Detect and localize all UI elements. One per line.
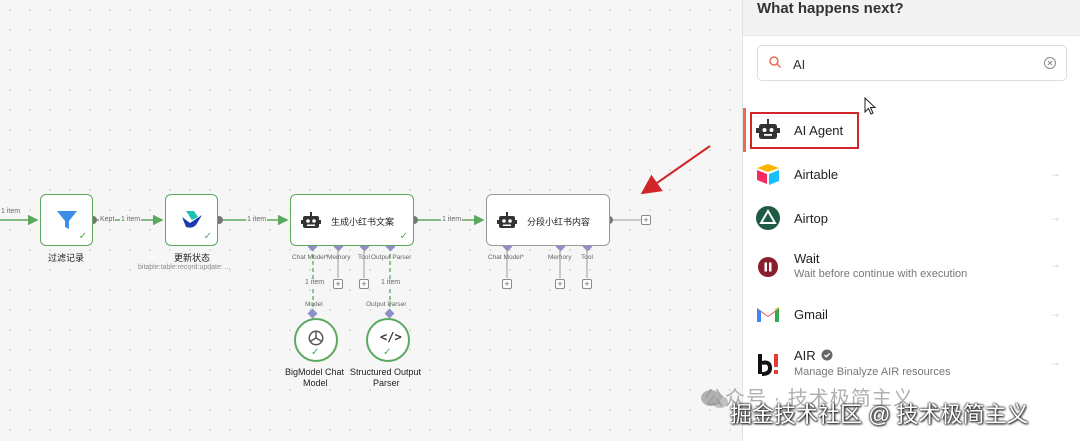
port-label-memory: Memory: [327, 254, 351, 261]
annotation-arrow: [640, 145, 711, 195]
model-port-label: Model: [305, 301, 323, 308]
wire-label-filter-update: 1 item: [120, 216, 142, 223]
node-item-airtop[interactable]: Airtop →: [743, 196, 1080, 240]
robot-icon: [756, 119, 780, 139]
node-item-description: Wait before continue with execution: [794, 268, 968, 280]
add-chat-model-button[interactable]: +: [502, 279, 512, 289]
split-agent-node[interactable]: 分段小红书内容: [486, 194, 610, 246]
pause-icon: [758, 257, 778, 277]
search-box[interactable]: [757, 45, 1067, 81]
add-tool-button[interactable]: +: [582, 279, 592, 289]
port-label-chat-model: Chat Model*: [488, 254, 524, 261]
add-memory-button[interactable]: +: [555, 279, 565, 289]
add-tool-button[interactable]: +: [359, 279, 369, 289]
wire-label-incoming: 1 item: [0, 208, 22, 215]
parser-port-label: Output Parser: [366, 301, 407, 308]
structured-output-parser-node[interactable]: </> ✓: [366, 318, 410, 362]
model-node-label-line2: Model: [303, 378, 328, 388]
watermark-line2: 掘金技术社区 @ 技术极简主义: [730, 402, 1029, 427]
port-label-tool: Tool: [358, 254, 370, 261]
wechat-logo-icon: [701, 390, 728, 408]
gmail-icon: [757, 307, 779, 322]
node-item-name: Wait: [794, 251, 820, 266]
parser-node-label-line2: Parser: [373, 378, 400, 388]
wire-label-update-generate: 1 item: [246, 216, 268, 223]
airtop-icon: [756, 206, 780, 230]
selected-indicator: [743, 108, 746, 152]
success-check-icon: ✓: [203, 231, 212, 242]
add-memory-button[interactable]: +: [333, 279, 343, 289]
node-item-description: Manage Binalyze AIR resources: [794, 366, 951, 378]
airtable-icon: [757, 164, 779, 185]
watermark-line1: 公众号 · 技术极简主义: [704, 388, 914, 410]
workflow-canvas[interactable]: 1 item Kept 1 item 1 item 1 item 1 item …: [0, 0, 742, 441]
update-node[interactable]: ✓: [165, 194, 218, 246]
parser-node-label-line1: Structured Output: [350, 367, 422, 377]
panel-header: What happens next?: [743, 0, 1080, 36]
split-node-title: 分段小红书内容: [527, 217, 591, 227]
node-item-airtable[interactable]: Airtable →: [743, 152, 1080, 196]
search-input[interactable]: [791, 53, 1035, 75]
port-label-chat-model: Chat Model*: [292, 254, 328, 261]
model-node-label-line1: BigModel Chat: [285, 367, 345, 377]
lark-icon: [182, 211, 202, 228]
node-item-name: AI Agent: [794, 123, 844, 138]
wire-label-kept: Kept: [99, 216, 116, 223]
generate-agent-node[interactable]: 生成小红书文案 ✓: [290, 194, 414, 246]
success-check-icon: ✓: [399, 231, 408, 242]
port-label-output-parser: Output Parser: [371, 254, 412, 261]
openai-icon: [308, 330, 324, 346]
filter-node[interactable]: ✓: [40, 194, 93, 246]
update-node-subtitle: bitable:table:record:update: ...: [138, 264, 231, 271]
filter-icon: [57, 211, 77, 229]
wire-label-parser: 1 item: [380, 279, 402, 286]
robot-icon: [497, 212, 517, 228]
node-item-air[interactable]: AIR Manage Binalyze AIR resources →: [743, 341, 1080, 385]
node-item-name: Airtable: [794, 167, 839, 182]
filter-node-label: 过滤记录: [48, 253, 85, 263]
binalyze-icon: [758, 354, 778, 376]
node-item-name: AIR: [794, 348, 816, 363]
annotation-highlight-box: [750, 112, 859, 149]
bigmodel-chat-node[interactable]: ✓: [294, 318, 338, 362]
panel-title: What happens next?: [757, 0, 904, 17]
arrow-right-icon: →: [1049, 306, 1061, 320]
arrow-right-icon: →: [1049, 210, 1061, 224]
robot-icon: [301, 212, 321, 228]
verified-badge-icon: [821, 349, 833, 361]
update-node-label: 更新状态: [174, 253, 211, 263]
port-label-memory: Memory: [548, 254, 572, 261]
clear-icon[interactable]: [1043, 56, 1057, 70]
mouse-cursor-icon: [864, 97, 877, 115]
success-check-icon: ✓: [311, 347, 320, 358]
node-item-ai-agent[interactable]: AI Agent: [743, 108, 1080, 152]
wire-label-generate-split: 1 item: [441, 216, 463, 223]
node-item-name: Gmail: [794, 307, 828, 322]
add-next-node-button[interactable]: +: [641, 215, 651, 225]
success-check-icon: ✓: [383, 347, 392, 358]
node-creator-panel: What happens next? AI Agent Airta: [742, 0, 1080, 441]
node-item-gmail[interactable]: Gmail →: [743, 292, 1080, 336]
wire-label-model: 1 item: [304, 279, 326, 286]
success-check-icon: ✓: [78, 231, 87, 242]
arrow-right-icon: →: [1049, 166, 1061, 180]
port-label-tool: Tool: [581, 254, 593, 261]
node-item-name: Airtop: [794, 211, 828, 226]
arrow-right-icon: →: [1049, 257, 1061, 271]
arrow-right-icon: →: [1049, 355, 1061, 369]
code-icon: </>: [380, 330, 402, 344]
generate-node-title: 生成小红书文案: [331, 217, 395, 227]
search-icon: [769, 56, 782, 69]
node-item-wait[interactable]: Wait Wait before continue with execution…: [743, 243, 1080, 287]
